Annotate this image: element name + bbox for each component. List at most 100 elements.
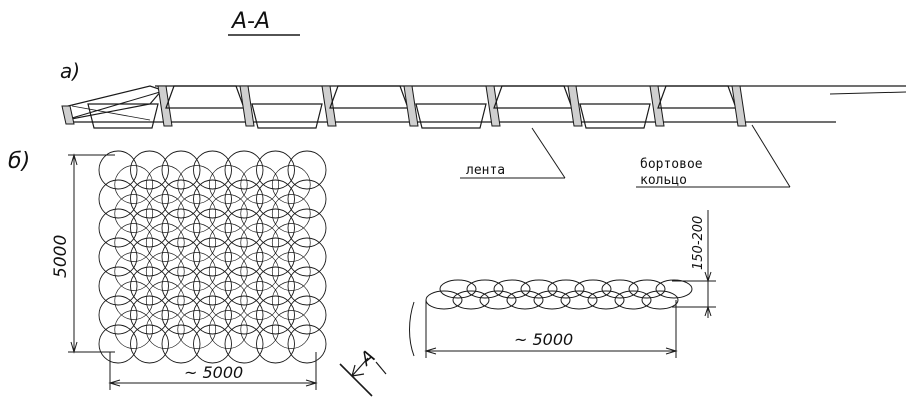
section-marker-tick — [375, 361, 387, 375]
row-thickness-dim-label: 150-200 — [691, 216, 706, 270]
mat-tyre-circle — [145, 281, 185, 320]
mat-tyre-circle — [98, 266, 138, 306]
mat-height-arrow-bottom — [70, 341, 78, 354]
chain-bead-ring — [485, 85, 501, 127]
mat-tyre-circle — [224, 208, 264, 248]
bead-ring-callout-line2: кольцо — [640, 173, 687, 188]
mat-tyre-circle — [114, 194, 154, 233]
row-tyre-ellipse — [425, 290, 463, 310]
mat-tyre-circle — [208, 223, 248, 262]
mat-tyre-circle — [240, 310, 280, 349]
row-thickness-arrow-bottom — [704, 305, 712, 317]
mat-tyre-circle — [240, 223, 280, 262]
row-tyre-ellipse — [614, 290, 652, 310]
mat-width-arrow-left — [108, 379, 121, 387]
mat-tyre-circle — [287, 208, 327, 248]
chain-tail-line — [829, 91, 907, 95]
row-tyre-ellipse — [520, 279, 558, 299]
mat-tyre-circle — [130, 324, 169, 364]
row-tyre-ellipse — [560, 290, 598, 310]
row-tyre-ellipse — [506, 290, 544, 310]
mat-tyre-circle — [161, 266, 201, 306]
mat-tyre-circle — [177, 165, 217, 204]
mat-tyre-circle — [287, 179, 327, 219]
mat-tyre-circle — [161, 179, 201, 219]
mat-tyre-circle — [224, 295, 264, 335]
mat-tyre-circle — [271, 252, 311, 291]
mat-tyre-circle — [224, 237, 264, 277]
mat-tyre-circle — [256, 266, 295, 306]
bead-ring-leader-line — [751, 124, 791, 188]
chain-tyre — [415, 103, 487, 129]
mat-tyre-circle — [98, 324, 138, 364]
chain-bead-ring — [403, 85, 419, 127]
chain-bead-ring — [239, 85, 255, 127]
mat-width-arrow-right — [305, 379, 318, 387]
mat-tyre-circle — [145, 223, 185, 262]
tyre-mat-plan — [98, 150, 327, 364]
mat-tyre-circle — [240, 165, 280, 204]
mat-tyre-circle — [256, 237, 295, 277]
mat-tyre-circle — [98, 179, 138, 219]
chain-left-end-brace2 — [71, 105, 151, 121]
mat-tyre-circle — [208, 194, 248, 233]
mat-tyre-circle — [224, 266, 264, 306]
mat-tyre-circle — [177, 223, 217, 262]
mat-height-dim-label: 5000 — [51, 235, 71, 278]
chain-bead-ring — [567, 85, 583, 127]
mat-tyre-circle — [287, 150, 327, 190]
mat-tyre-circle — [208, 310, 248, 349]
chain-bead-ring — [649, 85, 665, 127]
mat-tyre-circle — [98, 150, 138, 190]
mat-tyre-circle — [130, 179, 169, 219]
mat-tyre-circle — [193, 237, 232, 277]
section-title: А-А — [230, 9, 270, 34]
tyre-row-section — [425, 279, 693, 310]
mat-tyre-circle — [193, 266, 232, 306]
section-marker-arrow — [351, 357, 369, 377]
mat-tyre-circle — [114, 223, 154, 262]
mat-tyre-circle — [271, 223, 311, 262]
mat-tyre-circle — [256, 208, 295, 248]
part-b-label: б) — [8, 149, 30, 174]
chain-bead-ring — [157, 85, 173, 127]
chain-tyre — [251, 103, 323, 129]
row-tyre-ellipse — [641, 290, 679, 310]
mat-tyre-circle — [130, 295, 169, 335]
chain-tyre — [329, 85, 409, 109]
mat-tyre-circle — [130, 266, 169, 306]
mat-tyre-circle — [193, 179, 232, 219]
mat-tyre-circle — [145, 165, 185, 204]
mat-tyre-circle — [208, 281, 248, 320]
mat-tyre-circle — [98, 295, 138, 335]
mat-tyre-circle — [161, 208, 201, 248]
mat-tyre-circle — [145, 310, 185, 349]
row-length-dim-label: ~ 5000 — [514, 330, 573, 349]
mat-tyre-circle — [161, 237, 201, 277]
section-marker-label: А — [356, 346, 380, 371]
row-tyre-ellipse — [479, 290, 517, 310]
row-tyre-ellipse — [533, 290, 571, 310]
mat-tyre-circle — [130, 237, 169, 277]
mat-tyre-circle — [224, 179, 264, 219]
row-tyre-ellipse — [601, 279, 639, 299]
chain-bead-ring — [731, 85, 747, 127]
mat-tyre-circle — [98, 237, 138, 277]
mat-tyre-circle — [224, 150, 264, 190]
mat-tyre-circle — [287, 324, 327, 364]
chain-left-end-brace — [71, 91, 161, 119]
mat-tyre-circle — [177, 252, 217, 291]
mat-tyre-circle — [177, 281, 217, 320]
mat-tyre-circle — [224, 324, 264, 364]
mat-tyre-circle — [114, 252, 154, 291]
mat-tyre-circle — [177, 310, 217, 349]
chain-tyre — [165, 85, 245, 109]
mat-tyre-circle — [240, 281, 280, 320]
mat-tyre-circle — [271, 194, 311, 233]
row-length-arrow-right — [665, 347, 678, 355]
mat-height-arrow-top — [70, 153, 78, 166]
mat-tyre-circle — [145, 252, 185, 291]
mat-tyre-circle — [114, 281, 154, 320]
chain-left-end — [65, 85, 164, 121]
